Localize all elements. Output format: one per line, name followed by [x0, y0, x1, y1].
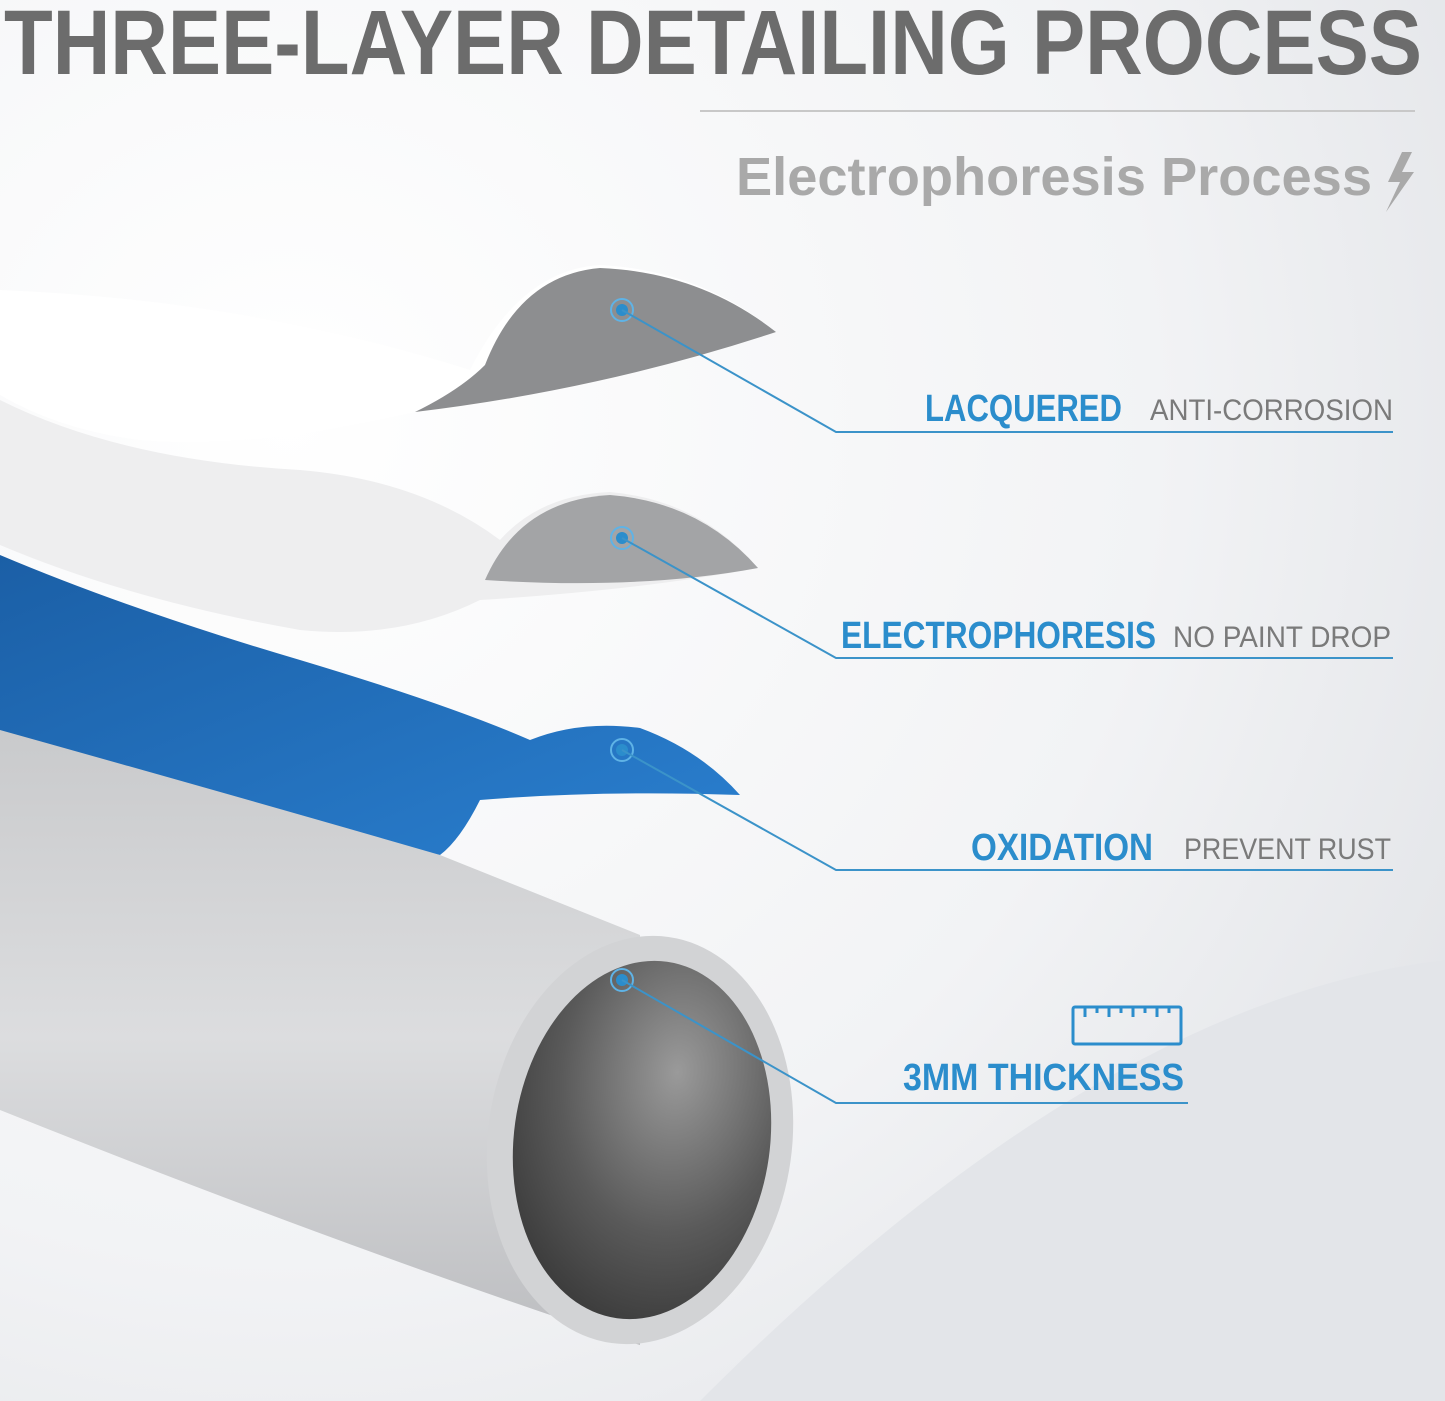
- callout-label: 3MM THICKNESS: [903, 1057, 1184, 1099]
- callout-lacquered: LACQUERED ANTI-CORROSION: [610, 298, 1393, 433]
- callout-description: ANTI-CORROSION: [1150, 394, 1393, 427]
- callout-label: ELECTROPHORESIS: [841, 615, 1156, 657]
- callout-thickness: 3MM THICKNESS: [610, 968, 1188, 1104]
- ruler-icon: [1071, 1005, 1183, 1046]
- tube-body: [0, 730, 640, 1345]
- callout-marker: [610, 298, 634, 322]
- callout-description: PREVENT RUST: [1184, 833, 1391, 866]
- subtitle: Electrophoresis Process: [736, 147, 1372, 207]
- page-title: THREE-LAYER DETAILING PROCESS: [4, 0, 1422, 94]
- tube-opening: [512, 960, 772, 1320]
- callout-oxidation: OXIDATION PREVENT RUST: [610, 738, 1393, 871]
- leader-line: [621, 979, 1188, 1104]
- background-swoosh: [700, 960, 1445, 1401]
- callout-marker: [610, 738, 634, 762]
- callout-label: OXIDATION: [971, 827, 1153, 869]
- oxidation-layer: [0, 555, 740, 855]
- leader-line: [621, 309, 1393, 433]
- leader-line: [621, 537, 1393, 659]
- callout-marker: [610, 526, 634, 550]
- leader-line: [621, 749, 1393, 871]
- lightning-bolt-icon: [1386, 152, 1414, 212]
- callout-description: NO PAINT DROP: [1173, 621, 1391, 654]
- callout-electrophoresis: ELECTROPHORESIS NO PAINT DROP: [610, 526, 1393, 659]
- callout-label: LACQUERED: [925, 388, 1122, 430]
- callout-marker: [610, 968, 634, 992]
- lacquered-layer-edge: [415, 268, 776, 412]
